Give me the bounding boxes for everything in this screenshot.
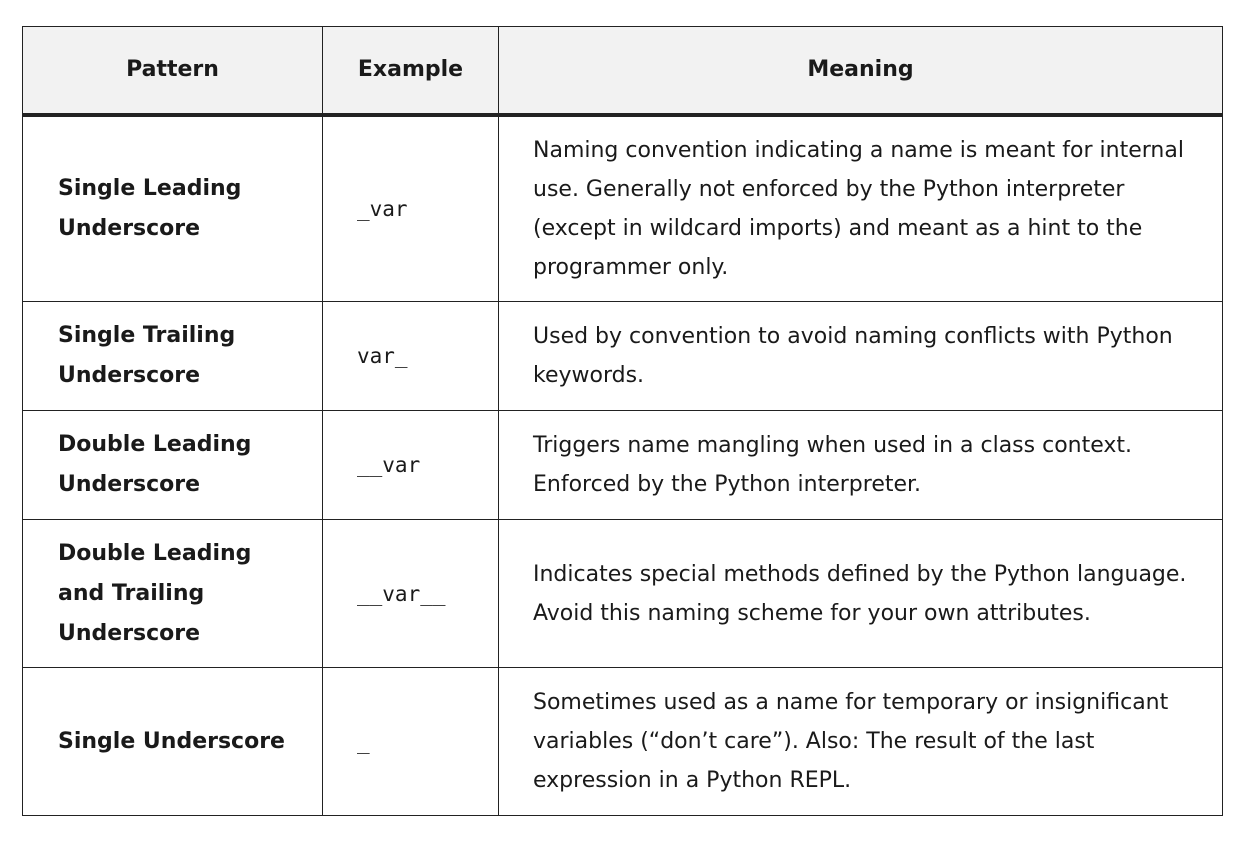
- example-cell: _: [322, 667, 499, 816]
- example-cell: _var: [322, 114, 499, 302]
- header-pattern: Pattern: [22, 26, 323, 117]
- pattern-cell: Single Underscore: [22, 667, 323, 816]
- meaning-cell: Indicates special methods defined by the…: [498, 519, 1223, 668]
- pattern-cell: Double Leading Underscore: [22, 410, 323, 520]
- table-body: Single Leading Underscore _var Naming co…: [22, 114, 1223, 816]
- table-row: Double Leading Underscore __var Triggers…: [22, 410, 1223, 520]
- header-meaning: Meaning: [498, 26, 1223, 117]
- meaning-cell: Naming convention indicating a name is m…: [498, 114, 1223, 302]
- pattern-cell: Single Leading Underscore: [22, 114, 323, 302]
- header-row: Pattern Example Meaning: [22, 26, 1223, 117]
- example-cell: __var: [322, 410, 499, 520]
- pattern-cell: Double Leading and Trailing Underscore: [22, 519, 323, 668]
- example-cell: var_: [322, 301, 499, 411]
- table-row: Single Trailing Underscore var_ Used by …: [22, 301, 1223, 411]
- meaning-cell: Used by convention to avoid naming confl…: [498, 301, 1223, 411]
- table-row: Double Leading and Trailing Underscore _…: [22, 519, 1223, 668]
- naming-patterns-table: Pattern Example Meaning Single Leading U…: [22, 26, 1223, 816]
- pattern-cell: Single Trailing Underscore: [22, 301, 323, 411]
- example-cell: __var__: [322, 519, 499, 668]
- table-row: Single Underscore _ Sometimes used as a …: [22, 667, 1223, 816]
- table-header: Pattern Example Meaning: [22, 26, 1223, 117]
- meaning-cell: Sometimes used as a name for temporary o…: [498, 667, 1223, 816]
- meaning-cell: Triggers name mangling when used in a cl…: [498, 410, 1223, 520]
- header-example: Example: [322, 26, 499, 117]
- table-row: Single Leading Underscore _var Naming co…: [22, 114, 1223, 302]
